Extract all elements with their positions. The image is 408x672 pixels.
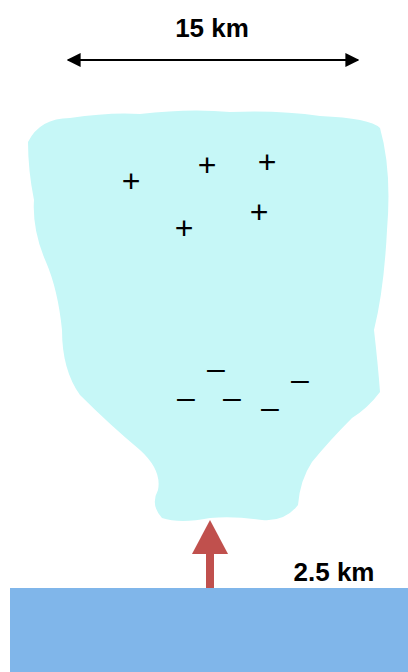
positive-charge: + <box>250 196 269 228</box>
thundercloud <box>28 110 388 521</box>
negative-charge: – <box>223 381 241 413</box>
negative-charge: – <box>291 363 309 395</box>
negative-charge: – <box>261 391 279 423</box>
height-label: 2.5 km <box>294 559 375 585</box>
lift-arrow-shaft <box>206 550 214 588</box>
dimension-arrow <box>68 59 358 61</box>
dimension-label: 15 km <box>175 15 249 41</box>
negative-charge: – <box>207 352 225 384</box>
positive-charge: + <box>175 212 194 244</box>
ground <box>10 588 408 672</box>
lift-arrow-head <box>192 520 228 554</box>
positive-charge: + <box>122 165 141 197</box>
positive-charge: + <box>198 149 217 181</box>
negative-charge: – <box>177 381 195 413</box>
positive-charge: + <box>258 146 277 178</box>
